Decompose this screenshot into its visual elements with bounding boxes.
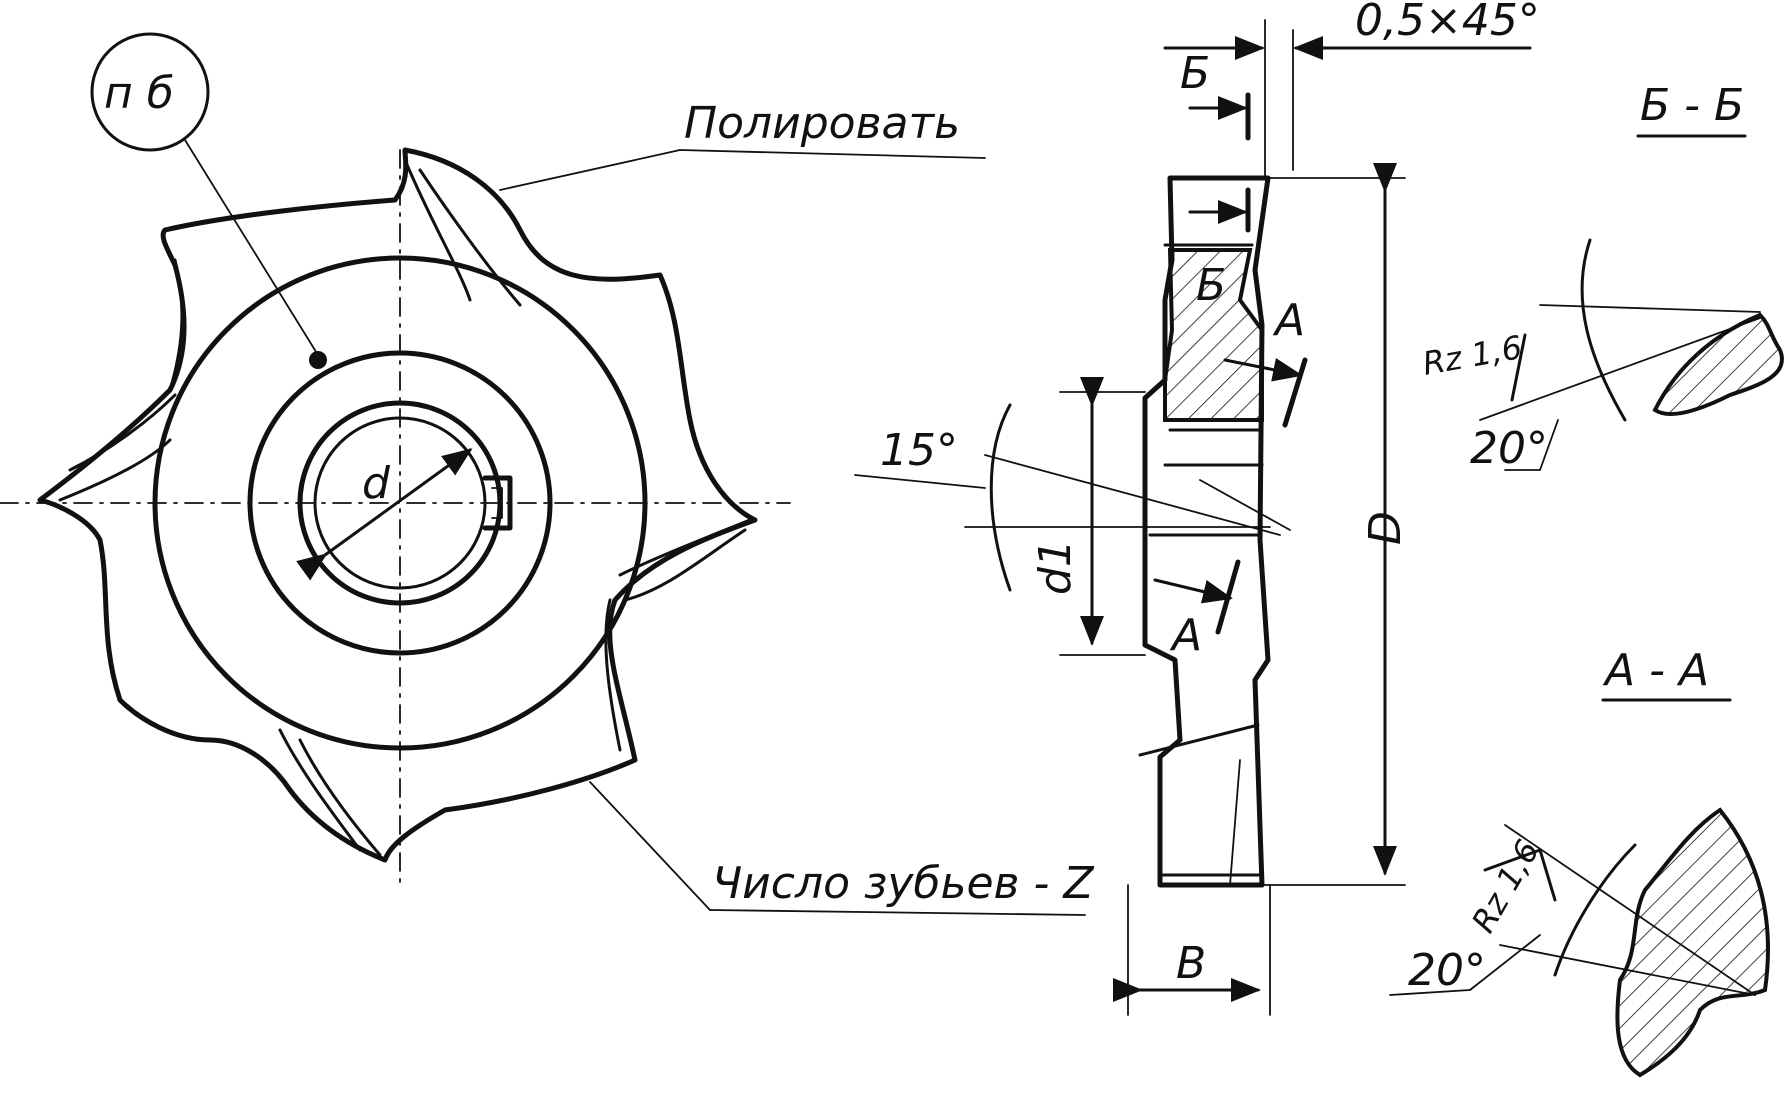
d1-label: d1 — [1030, 539, 1081, 595]
section-a-mark-top — [1282, 357, 1308, 428]
section-bb-roughness: Rz 1,6 — [1420, 328, 1525, 383]
flute-line-2 — [418, 168, 522, 307]
section-bb-profile — [1652, 312, 1784, 417]
hub-outer-circle — [152, 255, 648, 751]
section-aa-line-1 — [1504, 824, 1756, 996]
teeth-underline — [709, 909, 1086, 916]
section-aa-line-2 — [1499, 944, 1756, 996]
callout-text: п б — [104, 68, 174, 119]
callout-circle — [90, 32, 210, 152]
chamfer-label: 0,5×45° — [1355, 0, 1540, 46]
section-aa: А - А 20° Rz 1,6 — [1389, 645, 1770, 1078]
callout-leader — [184, 139, 319, 356]
section-aa-roughness-mark — [1483, 848, 1557, 902]
section-bb-angle: 20° — [1470, 423, 1548, 474]
angle-leader — [854, 474, 986, 489]
section-aa-title: А - А — [1602, 645, 1709, 696]
side-helix-line — [1199, 479, 1291, 531]
section-a-label-top: А — [1272, 295, 1305, 346]
section-b-label-top: Б — [1180, 48, 1210, 99]
section-aa-roughness: Rz 1,6 — [1464, 833, 1547, 939]
bore-dimension-line — [296, 448, 473, 581]
side-vertical-line — [1229, 759, 1241, 886]
angle-arc — [989, 403, 1012, 592]
flute-line-10 — [168, 258, 184, 392]
section-bb-angle-leader — [1539, 419, 1559, 471]
section-aa-profile — [1615, 807, 1770, 1078]
flute-line-8 — [278, 728, 362, 852]
angle-slant-line — [984, 454, 1281, 536]
section-aa-angle-leader — [1469, 934, 1541, 991]
keyway-inner — [491, 487, 503, 519]
teeth-note: Число зубьев - Z — [712, 858, 1094, 909]
section-aa-angle: 20° — [1408, 945, 1486, 996]
flute-line-1 — [403, 158, 472, 302]
cutter-front-view: d п б Полировать Число зубьев - Z — [0, 32, 1094, 916]
d-label: D — [1360, 511, 1411, 545]
section-bb-line-1 — [1539, 304, 1761, 313]
cutter-side-view: Б Б А А 0,5×45° D d1 B 15° — [854, 0, 1540, 1016]
section-bb-line-2 — [1479, 317, 1761, 421]
b-label: B — [1176, 938, 1206, 989]
teeth-leader — [589, 781, 711, 911]
flute-line-6 — [623, 528, 747, 602]
keyway — [482, 475, 513, 531]
cutter-teeth-outline — [37, 147, 758, 863]
side-hatched-section — [1163, 248, 1264, 422]
section-b-label-section: Б — [1196, 260, 1226, 311]
section-bb-title: Б - Б — [1640, 80, 1744, 131]
polish-underline — [679, 149, 986, 159]
bore-label: d — [362, 458, 391, 509]
section-aa-arc — [1553, 843, 1637, 977]
section-bb-roughness-mark — [1510, 333, 1527, 402]
section-aa-angle-underline — [1389, 989, 1471, 996]
hub-inner-circle — [247, 350, 553, 656]
callout-dot — [309, 351, 327, 369]
flute-line-4 — [68, 393, 177, 472]
flute-line-9 — [604, 598, 622, 752]
flute-line-7 — [298, 738, 382, 857]
polish-note: Полировать — [684, 98, 960, 149]
side-inner-line-5 — [1138, 723, 1260, 757]
section-bb: Б - Б 20° Rz 1,6 — [1420, 80, 1784, 474]
polish-leader — [499, 149, 681, 191]
section-a-label-bottom: А — [1169, 610, 1202, 661]
section-a-arrow-bottom — [1153, 578, 1233, 604]
section-bb-arc — [1580, 238, 1627, 422]
flute-line-5 — [618, 518, 752, 577]
section-a-arrow-top — [1223, 357, 1303, 382]
angle-label: 15° — [880, 425, 958, 476]
